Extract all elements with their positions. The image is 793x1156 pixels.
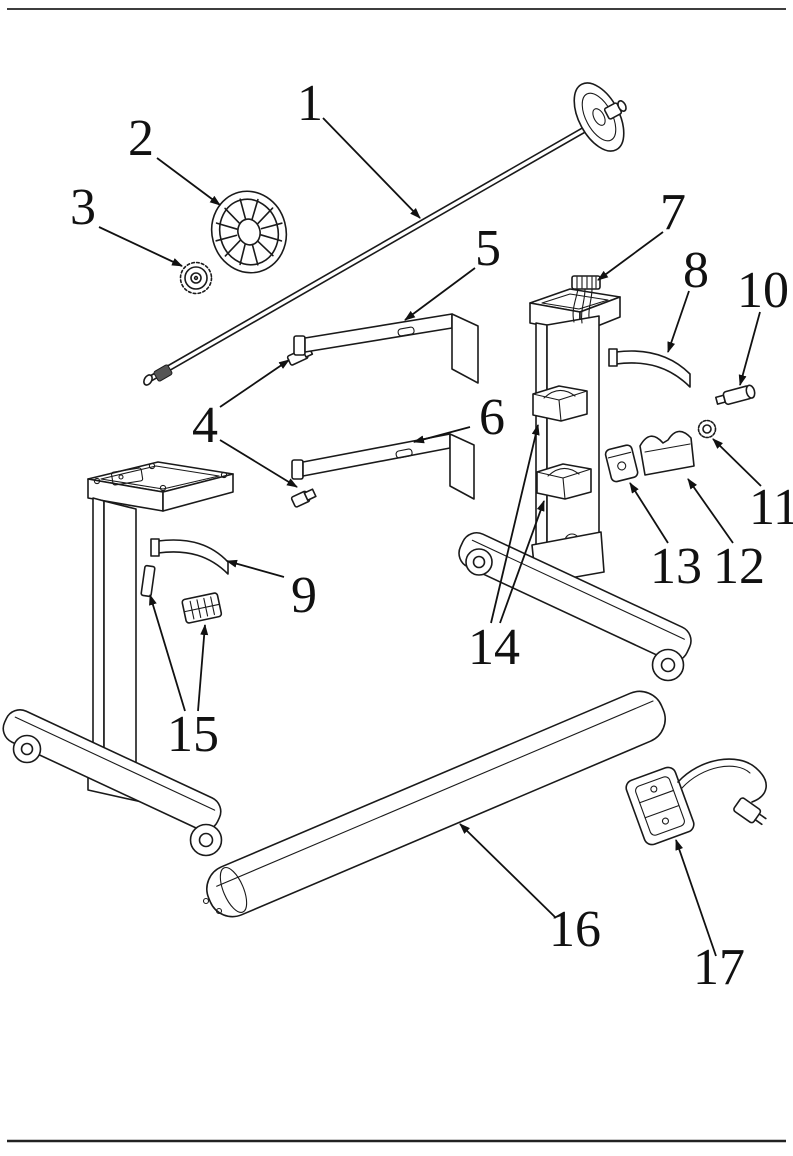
part-15-clips xyxy=(140,564,223,624)
left-leg-top-bracket xyxy=(87,461,234,512)
part-8-curved-arm-right xyxy=(608,348,691,388)
leader-7 xyxy=(597,231,664,281)
part-12-saddle-block xyxy=(639,430,695,476)
leader-10 xyxy=(738,311,761,386)
callout-9: 9 xyxy=(291,567,317,624)
leader-9 xyxy=(226,559,285,578)
callout-2: 2 xyxy=(128,110,154,167)
fitting-lower xyxy=(290,488,317,508)
clip-strip xyxy=(140,564,156,598)
left-leg-foot xyxy=(2,709,222,831)
module-plate xyxy=(625,766,695,846)
callout-7: 7 xyxy=(660,184,686,241)
callout-11: 11 xyxy=(749,479,793,536)
holder-lower xyxy=(536,463,592,500)
connector-wire xyxy=(581,288,586,324)
spindle-end-cap xyxy=(143,374,153,386)
callout-10: 10 xyxy=(737,262,789,319)
callout-4: 4 xyxy=(192,397,218,454)
part-17-power-cord-module xyxy=(625,758,767,846)
callout-16: 16 xyxy=(549,901,601,958)
leader-15b xyxy=(197,624,209,712)
leader-16 xyxy=(459,823,557,919)
part-5-upper-bracket xyxy=(293,313,479,384)
callout-1: 1 xyxy=(297,75,323,132)
left-leg-caster-left xyxy=(12,734,42,764)
right-leg-caster-right xyxy=(651,648,685,682)
part-9-curved-arm-left xyxy=(150,538,229,575)
leader-1 xyxy=(322,117,421,219)
callout-8: 8 xyxy=(683,242,709,299)
connector-wire xyxy=(572,288,579,323)
part-11-nut xyxy=(697,419,717,439)
leader-13 xyxy=(629,482,669,544)
right-leg-foot xyxy=(458,531,692,663)
leader-6 xyxy=(413,426,471,444)
leader-4a xyxy=(219,359,290,408)
spindle-disc xyxy=(573,82,627,152)
spindle-stop-band xyxy=(153,364,173,382)
part-14-holders xyxy=(532,385,592,500)
connector-wire xyxy=(588,288,593,319)
part-16-crossbar xyxy=(202,690,666,918)
callout-numbers: 1 2 3 4 5 6 7 8 9 10 11 12 13 14 15 16 1… xyxy=(70,75,793,996)
callout-13: 13 xyxy=(650,538,702,595)
power-cable xyxy=(677,758,767,803)
leader-2 xyxy=(156,157,221,206)
leader-14b xyxy=(499,500,545,624)
part-2-spoked-hub xyxy=(210,190,288,274)
leader-11 xyxy=(712,438,762,487)
leader-8 xyxy=(667,290,690,353)
part-1-spindle xyxy=(143,82,627,386)
callout-5: 5 xyxy=(475,220,501,277)
leader-12 xyxy=(687,478,734,544)
part-6-lower-bracket xyxy=(291,433,475,500)
right-leg-column xyxy=(535,315,600,564)
leader-5 xyxy=(404,267,476,321)
leader-lines xyxy=(98,117,762,957)
leader-4b xyxy=(219,439,298,488)
part-4-fittings xyxy=(286,346,317,508)
leader-14a xyxy=(490,424,540,624)
left-stand-leg xyxy=(2,461,234,857)
power-cable-inner xyxy=(681,765,751,789)
callout-14: 14 xyxy=(468,619,520,676)
holder-upper xyxy=(532,385,588,422)
part-3-hub-gear xyxy=(179,261,213,295)
left-leg-caster-right xyxy=(189,823,223,857)
leader-3 xyxy=(98,226,183,267)
leader-15a xyxy=(149,594,186,712)
part-10-pin xyxy=(714,384,756,406)
power-plug xyxy=(733,797,767,826)
part-13-plate xyxy=(604,444,639,483)
callout-12: 12 xyxy=(713,538,765,595)
part-7-cable-connector xyxy=(571,275,601,324)
callout-15: 15 xyxy=(167,706,219,763)
callout-3: 3 xyxy=(70,179,96,236)
clip-block xyxy=(181,592,223,624)
leader-17 xyxy=(675,839,717,957)
right-leg-caster-left xyxy=(465,548,493,576)
callout-17: 17 xyxy=(693,939,745,996)
callout-6: 6 xyxy=(479,389,505,446)
